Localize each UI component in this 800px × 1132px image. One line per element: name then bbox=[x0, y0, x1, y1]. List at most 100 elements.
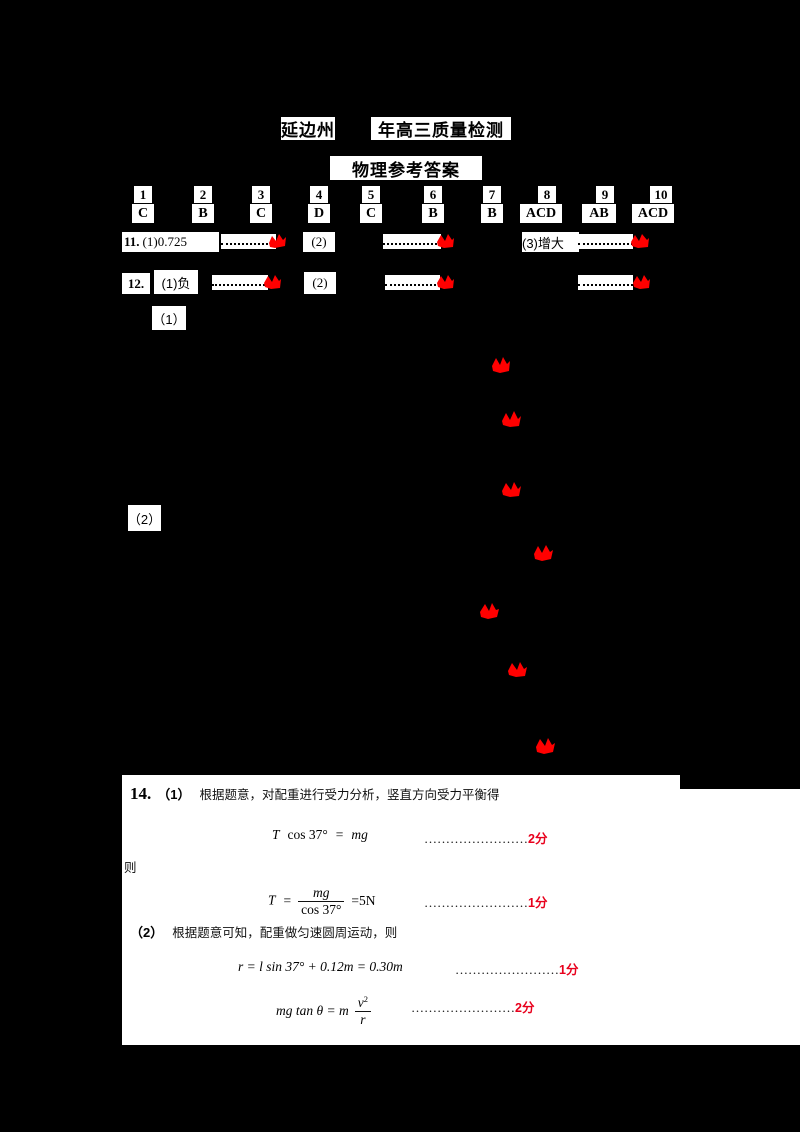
question-14-part2-line: （2） 根据题意可知，配重做匀速圆周运动，则 bbox=[130, 922, 397, 942]
answer-number-cell: 8 bbox=[538, 186, 556, 203]
answer-value-cell: ACD bbox=[632, 204, 674, 223]
sub-label-2-text: （2） bbox=[127, 511, 162, 527]
question-14-equation-2: T = mg cos 37° =5N bbox=[268, 885, 376, 917]
exam-title-part1: 延边州 bbox=[281, 117, 335, 140]
question-14-part2-text: 根据题意可知，配重做匀速圆周运动，则 bbox=[172, 926, 398, 940]
eq1-T: T bbox=[272, 827, 280, 842]
question-14-part1-line: 14. （1） 根据题意，对配重进行受力分析，竖直方向受力平衡得 bbox=[130, 784, 500, 804]
answer-number-cell: 7 bbox=[483, 186, 501, 203]
question-14-then-text: 则 bbox=[124, 857, 137, 876]
grader-red-mark bbox=[628, 230, 651, 252]
question-14-part1-text: 根据题意，对配重进行受力分析，竖直方向受力平衡得 bbox=[199, 788, 500, 802]
question-14-part1-label: （1） bbox=[157, 787, 191, 802]
question-14-score-line-3: ……………………1分 bbox=[455, 959, 578, 979]
grader-red-mark bbox=[531, 542, 555, 564]
answer-value-cell: C bbox=[360, 204, 382, 223]
question-11-part2-text: (2) bbox=[311, 234, 327, 249]
exam-subject-text: 物理参考答案 bbox=[352, 160, 460, 180]
eq4-numerator: v bbox=[357, 995, 364, 1010]
question-14-equation-1: T cos 37° = mg bbox=[272, 826, 368, 844]
eq2-T: T bbox=[268, 892, 276, 908]
question-11-label: 11. bbox=[124, 234, 140, 249]
question-12-label-box: 12. bbox=[122, 273, 150, 294]
grader-red-mark bbox=[266, 230, 288, 252]
eq3-expression: r = l sin 37° + 0.12m = 0.30m bbox=[238, 959, 403, 974]
eq1-mg: mg bbox=[351, 827, 368, 842]
redacted-year-block bbox=[335, 117, 371, 140]
grader-red-mark bbox=[630, 271, 652, 293]
eq4-lhs: mg tan θ = m bbox=[276, 1003, 349, 1019]
answer-number-cell: 3 bbox=[252, 186, 270, 203]
question-14-part2-label: （2） bbox=[130, 925, 164, 940]
eq2-numerator: mg bbox=[298, 885, 345, 902]
answer-number-cell: 1 bbox=[134, 186, 152, 203]
grader-red-mark bbox=[533, 735, 557, 757]
exam-title-text2: 年高三质量检测 bbox=[378, 121, 504, 140]
leader-11-2 bbox=[383, 234, 441, 249]
question-14-block-extension bbox=[122, 789, 800, 1045]
eq2-leader: …………………… bbox=[424, 895, 528, 910]
eq1-degree: ° bbox=[322, 827, 328, 842]
grader-red-mark bbox=[505, 658, 529, 680]
grader-red-mark bbox=[489, 354, 513, 376]
answer-value-cell: C bbox=[132, 204, 154, 223]
leader-11-3 bbox=[578, 234, 633, 249]
question-11-part3-text: (3)增大 bbox=[522, 235, 564, 251]
sub-label-1-text: （1） bbox=[152, 311, 186, 327]
answer-value-cell: B bbox=[192, 204, 214, 223]
question-12-part2-text: (2) bbox=[312, 275, 328, 290]
exam-title-text1: 延边州 bbox=[281, 121, 335, 140]
scan-black-region-topright bbox=[680, 775, 800, 789]
answer-value-cell: B bbox=[422, 204, 444, 223]
eq2-fraction: mg cos 37° bbox=[298, 885, 345, 917]
question-12-part1: (1)负 bbox=[154, 270, 198, 294]
eq4-score: 2分 bbox=[515, 1001, 535, 1015]
question-14-equation-4: mg tan θ = m v2 r bbox=[276, 994, 371, 1028]
eq1-cos: cos 37 bbox=[287, 827, 323, 842]
answer-value-cell: B bbox=[481, 204, 503, 223]
answer-value-cell: AB bbox=[582, 204, 616, 223]
answer-number-cell: 9 bbox=[596, 186, 614, 203]
question-11-part1: 11. (1)0.725 bbox=[122, 232, 219, 252]
grader-red-mark bbox=[261, 271, 283, 293]
answer-number-cell: 2 bbox=[194, 186, 212, 203]
answer-value-cell: D bbox=[308, 204, 330, 223]
eq2-equals: = bbox=[283, 892, 292, 908]
eq3-leader: …………………… bbox=[455, 962, 559, 977]
answer-number-cell: 6 bbox=[424, 186, 442, 203]
eq2-score: 1分 bbox=[528, 896, 548, 910]
question-11-part1-text: (1)0.725 bbox=[142, 234, 187, 249]
question-12-label: 12. bbox=[127, 275, 145, 291]
question-12-part2: (2) bbox=[304, 272, 336, 294]
exam-subject-title: 物理参考答案 bbox=[330, 156, 482, 180]
question-13-sub-label-1: （1） bbox=[152, 306, 186, 330]
leader-12-1 bbox=[212, 275, 268, 290]
eq1-equals: = bbox=[335, 827, 344, 842]
grader-red-mark bbox=[499, 478, 523, 500]
question-14-equation-3: r = l sin 37° + 0.12m = 0.30m bbox=[238, 958, 403, 976]
answer-value-cell: ACD bbox=[520, 204, 562, 223]
eq3-score: 1分 bbox=[559, 963, 579, 977]
eq4-leader: …………………… bbox=[411, 1000, 515, 1015]
answer-number-cell: 4 bbox=[310, 186, 328, 203]
question-13-sub-label-2: （2） bbox=[128, 505, 161, 531]
answer-number-cell: 5 bbox=[362, 186, 380, 203]
grader-red-mark bbox=[499, 408, 523, 430]
eq1-leader: …………………… bbox=[424, 831, 528, 846]
question-14-score-line-2: ……………………1分 bbox=[424, 892, 547, 912]
question-12-part1-text: (1)负 bbox=[161, 275, 191, 291]
grader-red-mark bbox=[434, 230, 456, 252]
leader-12-3 bbox=[578, 275, 633, 290]
exam-title-part2: 年高三质量检测 bbox=[371, 117, 511, 140]
leader-12-2 bbox=[385, 275, 440, 290]
grader-red-mark bbox=[477, 600, 501, 622]
answer-number-cell: 10 bbox=[650, 186, 672, 203]
question-14-score-line-1: ……………………2分 bbox=[424, 828, 547, 848]
scan-black-region-bottom bbox=[0, 1045, 800, 1132]
eq4-exponent: 2 bbox=[363, 994, 368, 1005]
eq4-fraction: v2 r bbox=[354, 994, 371, 1028]
question-14-number: 14. bbox=[130, 784, 152, 803]
grader-red-mark bbox=[434, 271, 456, 293]
question-11-part2: (2) bbox=[303, 232, 335, 252]
